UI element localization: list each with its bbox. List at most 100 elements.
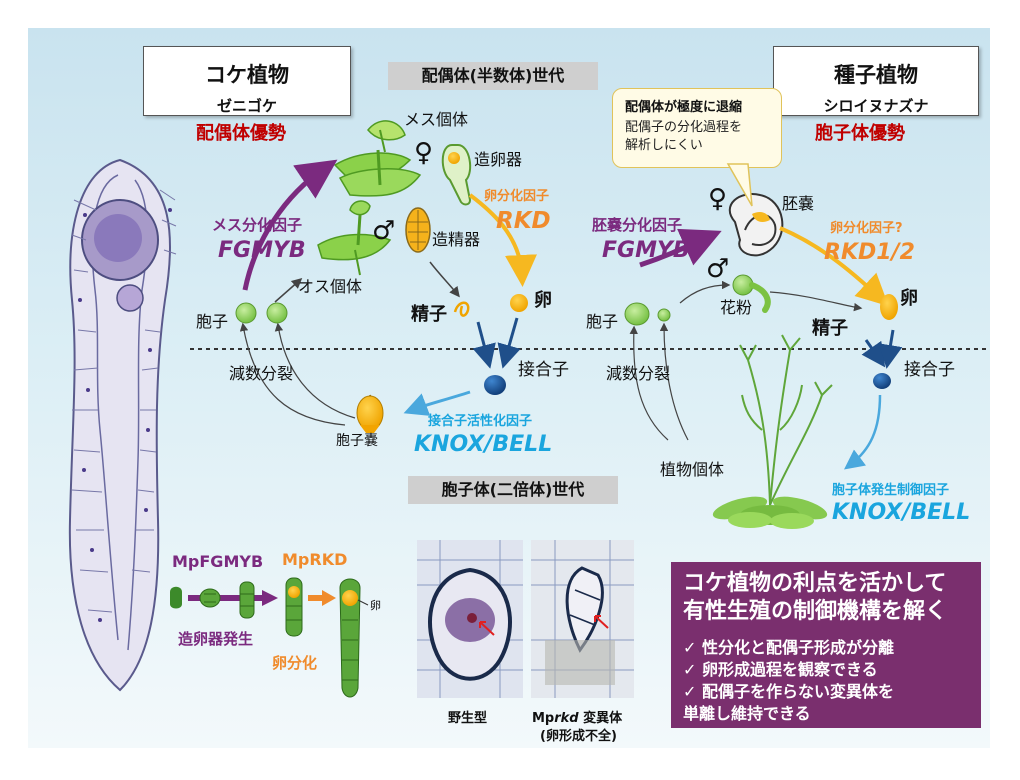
- moss-zygote-factor-name: KNOX/BELL: [414, 432, 553, 457]
- moss-spore-2: [266, 302, 288, 324]
- embryo-sac-drawing: [728, 193, 784, 257]
- seed-spore-1: [624, 302, 650, 326]
- moss-female-factor-name: FGMYB: [218, 238, 306, 263]
- seed-sporophyte-factor-label: 胞子体発生制御因子: [832, 483, 950, 498]
- mini-gene1: MpFGMYB: [172, 552, 264, 571]
- seed-male-symbol: ♂: [706, 254, 730, 284]
- seed-meiosis-arrow-2: [659, 322, 689, 441]
- seed-title-box: 種子植物 シロイヌナズナ: [773, 46, 979, 116]
- summary-item-1: ✓ 性分化と配偶子形成が分離: [683, 638, 894, 657]
- seed-embryo-sac-factor-label: 胚嚢分化因子: [592, 216, 683, 234]
- mutant-micrograph: [531, 540, 634, 698]
- moss-sporangium-label: 胞子嚢: [336, 433, 378, 449]
- moss-spore-1: [235, 302, 257, 324]
- moss-meiosis-label: 減数分裂: [229, 364, 294, 383]
- summary-item-4: 単離し維持できる: [683, 704, 811, 723]
- seed-spore-label: 胞子: [586, 312, 619, 331]
- moss-sporangium: [356, 394, 384, 433]
- moss-spore-male-arrow: [274, 278, 303, 303]
- moss-dominance: 配偶体優勢: [196, 123, 286, 144]
- seed-species: シロイヌナズナ: [823, 97, 929, 115]
- moss-egg-label: 卵: [534, 290, 552, 311]
- seed-sperm-label: 精子: [812, 318, 848, 339]
- seed-dominance: 胞子体優勢: [815, 123, 905, 144]
- moss-meiosis-arrow-1: [239, 322, 346, 426]
- moss-female-label: メス個体: [404, 110, 469, 129]
- moss-title: コケ植物: [205, 63, 289, 87]
- arabidopsis-rosette: [712, 496, 828, 529]
- moss-egg-factor-name: RKD: [496, 208, 551, 234]
- moss-title-box: コケ植物 ゼニゴケ: [143, 46, 351, 116]
- seed-callout: 配偶体が極度に退縮 配偶子の分化過程を 解析しにくい: [612, 88, 782, 168]
- arabidopsis-plant: [739, 334, 833, 506]
- seed-zygote-cell: [873, 373, 891, 389]
- summary-title-line1: コケ植物の利点を活かして: [683, 571, 947, 596]
- moss-female-symbol: ♀: [414, 138, 434, 168]
- seed-spore-2: [657, 308, 671, 322]
- mini-process1: 造卵器発生: [178, 630, 254, 648]
- seed-sperm-arrow: [769, 291, 863, 312]
- mini-process2: 卵分化: [272, 654, 318, 672]
- seed-egg-fusion-arrow: [878, 329, 903, 369]
- moss-antheridium-label: 造精器: [432, 230, 481, 249]
- seed-egg-cell: [880, 294, 898, 320]
- archegonium-drawing: [441, 144, 472, 206]
- seed-meiosis-arrow-1: [629, 325, 669, 441]
- wild-type-caption: 野生型: [448, 711, 488, 726]
- seed-female-symbol: ♀: [708, 184, 728, 214]
- seed-egg-factor-name: RKD1/2: [824, 240, 915, 265]
- moss-male-symbol: ♂: [372, 216, 396, 246]
- moss-egg-arrow: [468, 193, 537, 287]
- antheridium-drawing: [405, 207, 431, 253]
- seed-egg-arrow: [779, 226, 889, 307]
- moss-egg-factor-label: 卵分化因子: [484, 189, 550, 204]
- moss-spore-label: 胞子: [196, 312, 229, 331]
- gametophyte-generation-label: 配偶体(半数体)世代: [388, 62, 598, 90]
- moss-sperm-fusion-arrow: [472, 321, 496, 369]
- mini-egg-label: 卵: [370, 599, 381, 612]
- seed-embryo-sac-label: 胚嚢: [782, 194, 815, 213]
- moss-sperm-label: 精子: [411, 304, 447, 325]
- seed-pollen-arrow: [679, 280, 731, 304]
- seed-embryo-sac-arrow: [639, 228, 722, 268]
- sporophyte-generation-label: 胞子体(二倍体)世代: [408, 476, 618, 504]
- seed-zygote-arrow: [844, 394, 882, 470]
- seed-zygote-label: 接合子: [904, 360, 955, 380]
- seed-plant-label: 植物個体: [660, 460, 725, 479]
- seed-pollen-label: 花粉: [720, 298, 753, 317]
- moss-archegonium-label: 造卵器: [474, 150, 523, 169]
- male-thallus: [317, 200, 392, 276]
- seed-meiosis-label: 減数分裂: [606, 364, 671, 383]
- seed-callout-line1: 配偶子の分化過程を: [625, 120, 743, 135]
- moss-zygote-factor-label: 接合子活性化因子: [428, 414, 533, 429]
- summary-box: コケ植物の利点を活かして 有性生殖の制御機構を解く ✓ 性分化と配偶子形成が分離…: [671, 562, 981, 728]
- moss-male-label: オス個体: [298, 277, 363, 296]
- seed-callout-line2: 解析しにくい: [625, 138, 703, 153]
- wild-type-micrograph: [417, 540, 523, 698]
- female-thallus: [333, 120, 422, 197]
- moss-egg-cell: [510, 294, 528, 312]
- seed-callout-title: 配偶体が極度に退縮: [625, 100, 743, 115]
- moss-egg-fusion-arrow: [497, 317, 521, 369]
- pollen-drawing: [732, 274, 771, 313]
- summary-title-line2: 有性生殖の制御機構を解く: [683, 599, 948, 624]
- moss-species: ゼニゴケ: [216, 97, 277, 115]
- moss-sperm-cell: [453, 301, 470, 317]
- mini-panel-drawings: [170, 577, 369, 698]
- moss-female-factor-label: メス分化因子: [212, 216, 303, 234]
- mutant-caption: Mprkd 変異体: [532, 711, 623, 726]
- moss-zygote-label: 接合子: [518, 360, 569, 380]
- moss-meiosis-arrow-2: [274, 322, 356, 419]
- moss-female-arrow: [242, 159, 338, 291]
- seed-sporophyte-factor-name: KNOX/BELL: [832, 500, 971, 525]
- moss-zygote-arrow: [403, 390, 471, 416]
- seed-egg-label: 卵: [900, 288, 918, 309]
- seed-sperm-fusion-arrow: [861, 339, 886, 368]
- seed-egg-factor-label: 卵分化因子?: [830, 221, 903, 236]
- moss-zygote-cell: [484, 375, 506, 395]
- archegonium-micrograph: [68, 158, 177, 692]
- seed-title: 種子植物: [834, 63, 918, 87]
- mini-gene2: MpRKD: [282, 550, 348, 569]
